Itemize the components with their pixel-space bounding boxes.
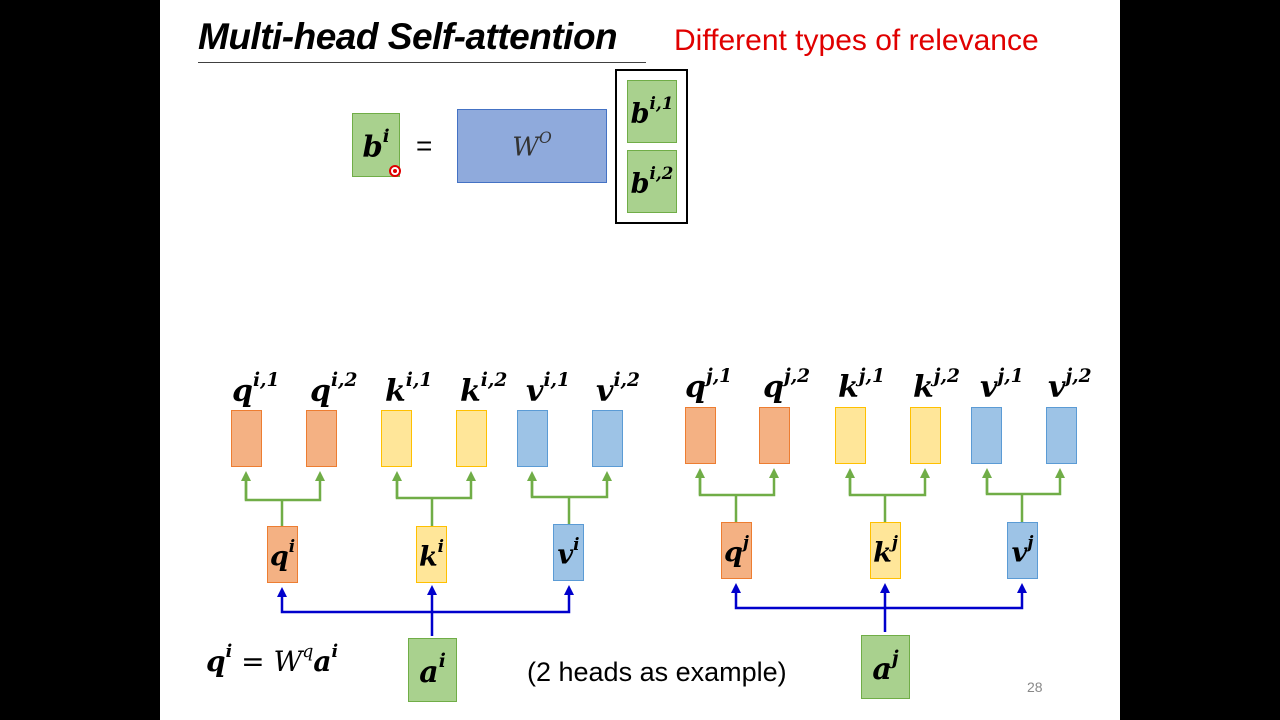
label-v-i1: vi,1	[526, 370, 570, 409]
split-k-j	[848, 473, 925, 522]
slide-subtitle: Different types of relevance	[674, 24, 1039, 57]
box-k-i2	[456, 410, 487, 467]
label-q-i2: qi,2	[310, 370, 358, 409]
split-q-j	[698, 473, 774, 522]
label-v-j2: vj,2	[1048, 366, 1092, 405]
b-i1-sup: i,1	[649, 93, 674, 114]
split-v-j	[985, 473, 1060, 522]
label-v-j1: vj,1	[980, 366, 1024, 405]
query-formula: qi = Wqai	[206, 642, 339, 678]
b-i1-box: bi,1	[627, 80, 677, 143]
box-v-i: vi	[553, 524, 584, 581]
label-v-i2: vi,2	[596, 370, 640, 409]
input-arrow-i	[277, 587, 434, 636]
label-k-j2: kj,2	[913, 366, 960, 405]
box-q-i2	[306, 410, 337, 467]
label-k-i1: ki,1	[385, 370, 433, 409]
connector-lines	[241, 0, 1120, 636]
page-number: 28	[1027, 679, 1043, 695]
b-i2-base: b	[630, 168, 650, 200]
b-i-sup: i	[382, 126, 390, 148]
label-q-i1: qi,1	[232, 370, 280, 409]
box-k-i1	[381, 410, 412, 467]
slide: Multi-head Self-attention Different type…	[160, 0, 1120, 720]
w-o-base: W	[512, 132, 539, 163]
split-v-i	[530, 476, 607, 524]
w-o-sup: O	[538, 129, 552, 148]
title-underline	[198, 62, 646, 63]
b-i2-sup: i,2	[649, 163, 674, 184]
box-q-j1	[685, 407, 716, 464]
heads-note: (2 heads as example)	[527, 657, 787, 687]
b-i1-base: b	[630, 98, 650, 130]
box-k-i: ki	[416, 526, 447, 583]
b-i-base: b	[362, 129, 383, 164]
split-k-i	[395, 476, 471, 526]
box-q-j: qj	[721, 522, 752, 579]
box-k-j: kj	[870, 522, 901, 579]
pointer-cursor-icon	[389, 165, 401, 177]
label-k-i2: ki,2	[460, 370, 508, 409]
input-arrow-j	[731, 583, 887, 632]
box-v-i1	[517, 410, 548, 467]
w-o-matrix-box: WO	[457, 109, 607, 183]
label-q-j1: qj,1	[685, 366, 733, 405]
box-v-j1	[971, 407, 1002, 464]
box-k-j1	[835, 407, 866, 464]
box-q-j2	[759, 407, 790, 464]
b-i2-box: bi,2	[627, 150, 677, 213]
split-q-i	[244, 476, 320, 526]
box-v-j2	[1046, 407, 1077, 464]
concat-bracket	[615, 69, 688, 224]
box-q-i: qi	[267, 526, 298, 583]
box-k-j2	[910, 407, 941, 464]
slide-title: Multi-head Self-attention	[198, 16, 618, 57]
label-k-j1: kj,1	[838, 366, 885, 405]
box-v-i2	[592, 410, 623, 467]
box-v-j: vj	[1007, 522, 1038, 579]
input-a-j: aj	[861, 635, 910, 699]
box-q-i1	[231, 410, 262, 467]
input-a-i: ai	[408, 638, 457, 702]
equals-sign: =	[416, 130, 433, 161]
label-q-j2: qj,2	[763, 366, 811, 405]
